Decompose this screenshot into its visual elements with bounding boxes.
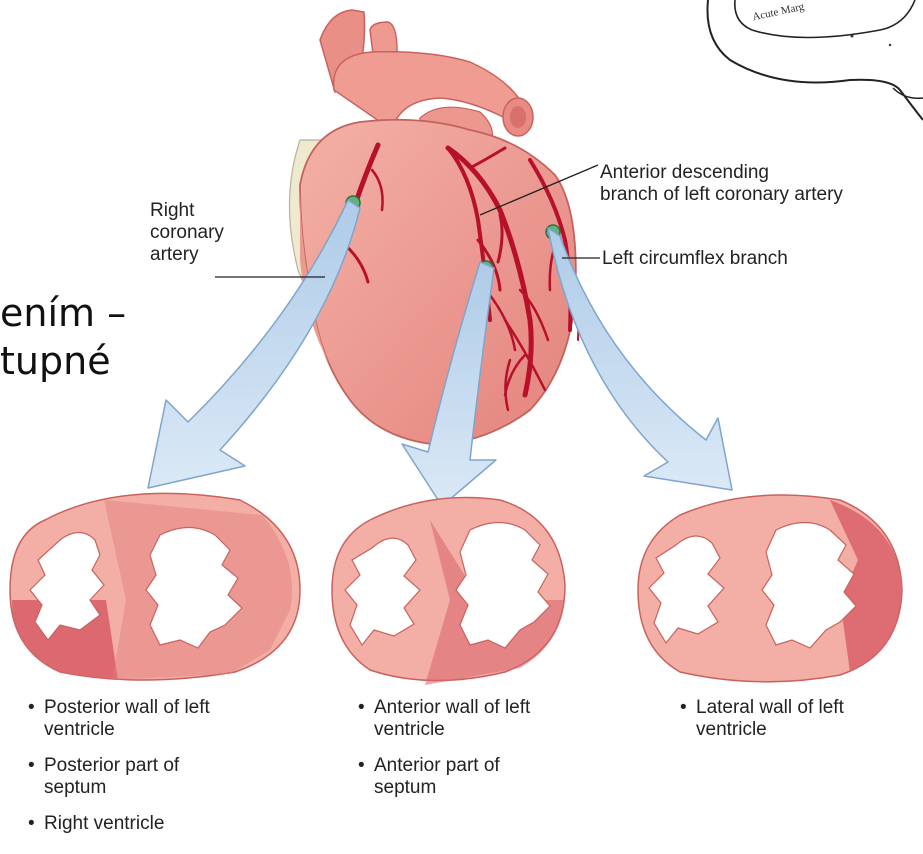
territory-item: Anterior part of septum xyxy=(358,755,558,799)
label-line: branch of left coronary artery xyxy=(600,184,843,206)
cross-section-circumflex xyxy=(638,495,902,682)
territory-list-right-coronary: Posterior wall of left ventricle Posteri… xyxy=(28,697,238,849)
slide-text-line-1: ením – xyxy=(0,292,126,334)
territory-item: Lateral wall of left ventricle xyxy=(680,697,860,741)
label-line: Anterior descending xyxy=(600,162,843,184)
label-right-coronary-artery: Right coronary artery xyxy=(150,200,224,266)
territory-list-circumflex: Lateral wall of left ventricle xyxy=(680,697,860,755)
label-line: coronary xyxy=(150,222,224,244)
territory-item: Right ventricle xyxy=(28,813,238,835)
slide-text-line-2: tupné xyxy=(0,340,111,382)
label-left-circumflex-branch: Left circumflex branch xyxy=(602,248,788,270)
inset-heart-sketch xyxy=(707,0,923,120)
cross-section-anterior-descending xyxy=(332,498,565,686)
cross-section-right-coronary xyxy=(10,493,300,680)
label-line: Right xyxy=(150,200,224,222)
territory-list-anterior-descending: Anterior wall of left ventricle Anterior… xyxy=(358,697,558,813)
territory-item: Posterior wall of left ventricle xyxy=(28,697,238,741)
label-anterior-descending-branch: Anterior descending branch of left coron… xyxy=(600,162,843,206)
label-line: artery xyxy=(150,244,224,266)
territory-item: Anterior wall of left ventricle xyxy=(358,697,558,741)
territory-item: Posterior part of septum xyxy=(28,755,238,799)
